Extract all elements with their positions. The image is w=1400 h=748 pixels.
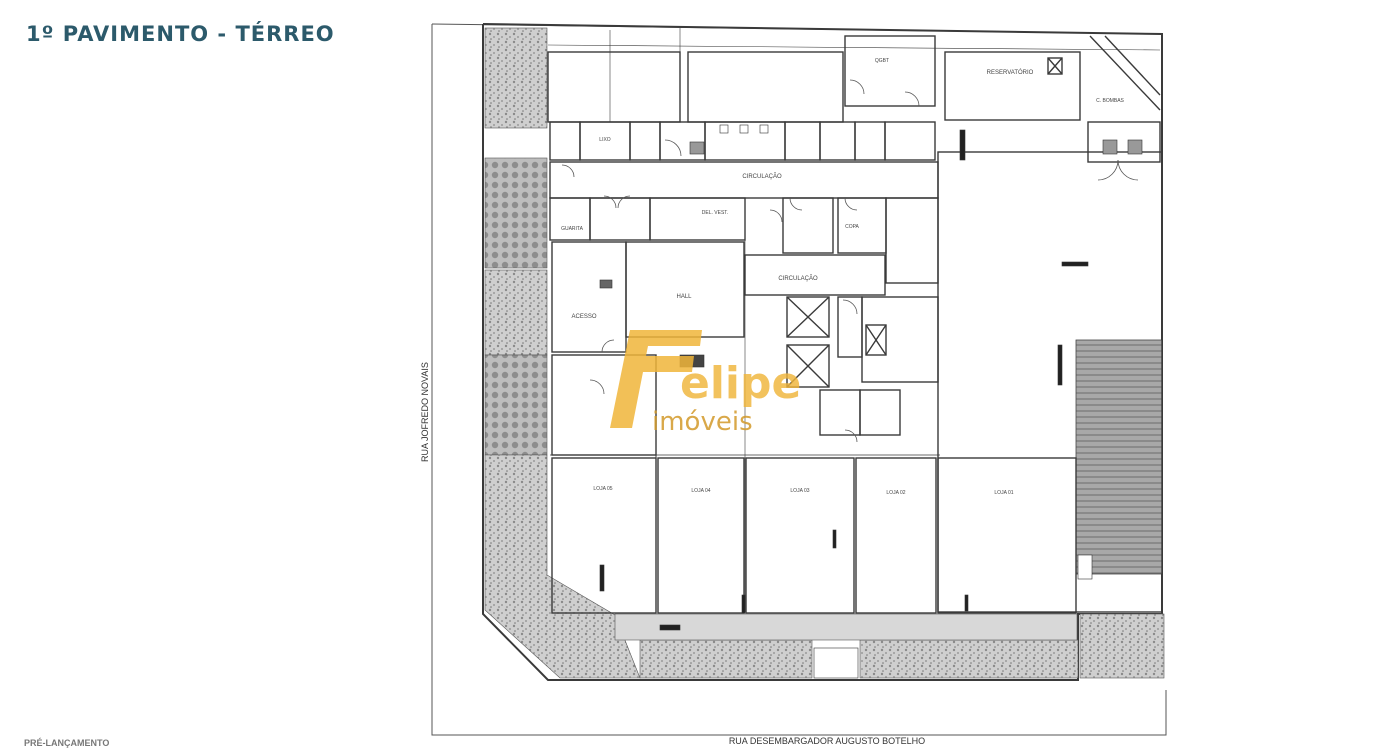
room-label-circulacao-top: CIRCULAÇÃO	[742, 173, 782, 180]
room-label-guarita: GUARITA	[561, 226, 584, 232]
room-label-c-bombas: C. BOMBAS	[1096, 98, 1124, 104]
room-label-hall: HALL	[676, 294, 692, 300]
room-label-loja-04: LOJA 04	[691, 488, 710, 494]
room-label-loja-01: LOJA 01	[994, 490, 1013, 496]
door-swings	[561, 79, 1139, 443]
walls	[547, 28, 1163, 614]
page-title: 1º PAVIMENTO - TÉRREO	[26, 22, 335, 46]
room-labels: RESERVATÓRIO QGBT C. BOMBAS LIXO CIRCULA…	[561, 58, 1124, 496]
room-label-reservatorio: RESERVATÓRIO	[987, 69, 1034, 76]
room-label-lixo: LIXO	[599, 137, 611, 143]
room-label-loja-05: LOJA 05	[593, 486, 612, 492]
watermark-f-icon	[610, 330, 702, 428]
street-label-bottom: RUA DESEMBARGADOR AUGUSTO BOTELHO	[729, 736, 925, 746]
room-label-del-vest: DEL. VEST.	[702, 210, 728, 216]
watermark-logo: elipe imóveis	[610, 330, 801, 437]
room-label-copa: COPA	[845, 224, 859, 230]
room-label-loja-02: LOJA 02	[886, 490, 905, 496]
landscape-strips	[484, 27, 1165, 679]
fixtures	[599, 124, 1143, 679]
room-label-qgbt: QGBT	[875, 58, 889, 64]
watermark-sub: imóveis	[652, 407, 753, 437]
street-label-left: RUA JOFREDO NOVAIS	[420, 362, 430, 462]
room-label-loja-03: LOJA 03	[790, 488, 809, 494]
watermark-brand: elipe	[680, 358, 801, 409]
footer-label: PRÉ-LANÇAMENTO	[24, 738, 110, 748]
room-label-circulacao-mid: CIRCULAÇÃO	[778, 275, 818, 282]
room-label-acesso: ACESSO	[571, 314, 596, 320]
